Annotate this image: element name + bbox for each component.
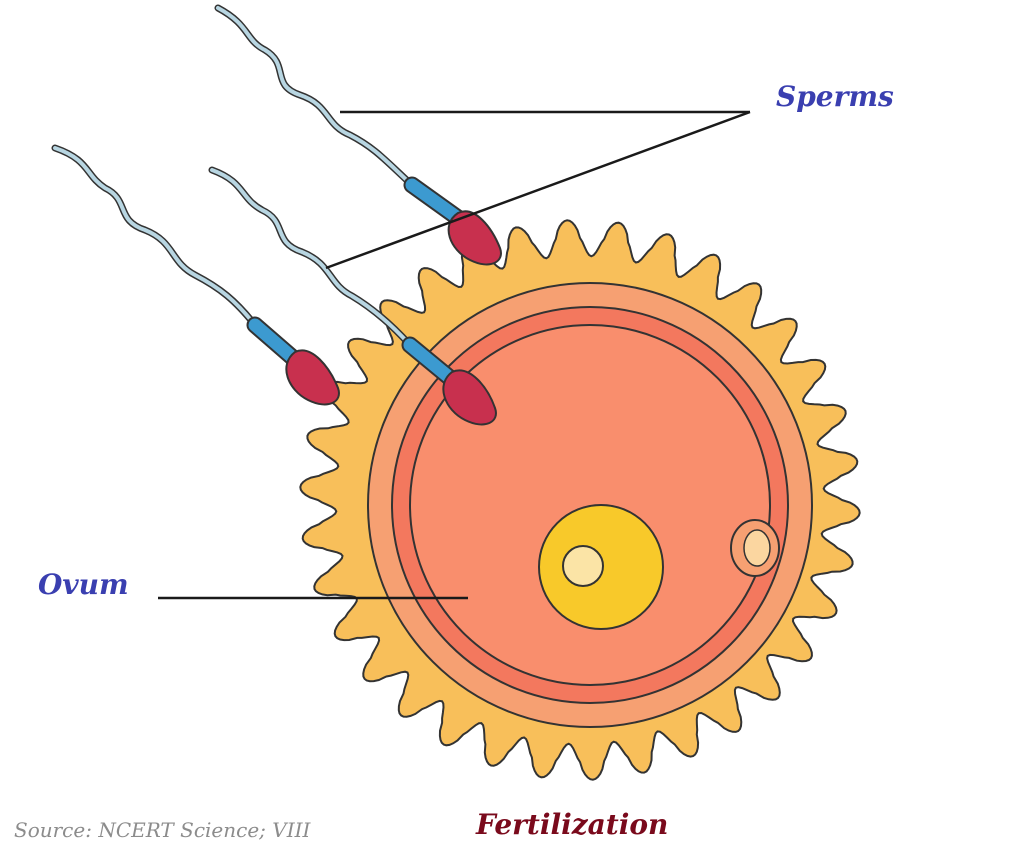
polar-body-nucleus <box>743 529 771 567</box>
diagram-title: Fertilization <box>476 808 669 841</box>
ovum-label: Ovum <box>38 568 129 601</box>
sperms-label: Sperms <box>776 80 894 113</box>
sperm-1-head <box>447 210 502 266</box>
sperm-3-head <box>442 369 497 426</box>
source-citation: Source: NCERT Science; VIII <box>14 818 311 842</box>
sperm-2-head <box>285 349 340 406</box>
sperm-1 <box>214 4 502 266</box>
sperm-3 <box>208 166 497 426</box>
nucleolus <box>562 545 604 587</box>
sperms-leader-line-lower <box>325 110 751 270</box>
sperm-2 <box>51 144 340 406</box>
